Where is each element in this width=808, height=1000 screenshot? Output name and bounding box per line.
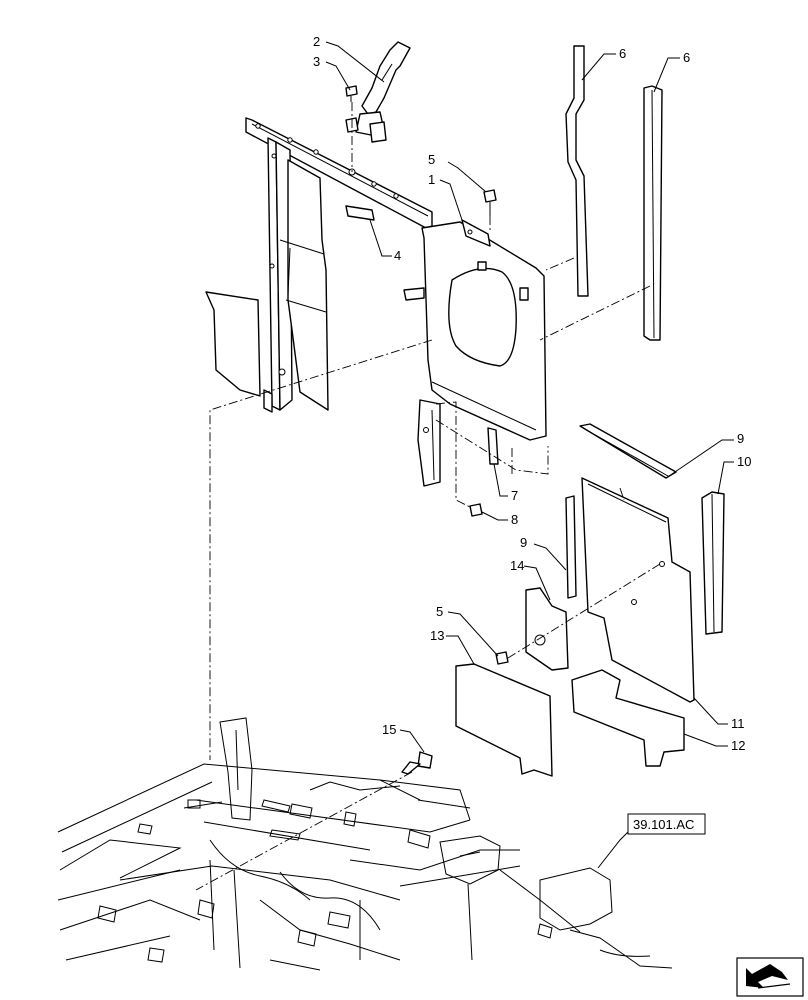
callout-7: 7 [511, 488, 518, 503]
part-8-bolt [469, 503, 483, 517]
reference-box[interactable]: 39.101.AC [627, 813, 706, 835]
part-1-side-panel [403, 219, 547, 487]
part-9-foam-strip-top [579, 423, 677, 479]
part-10-foam-block [701, 491, 725, 635]
part-15-long-bolt [401, 751, 433, 775]
leader-lines [325, 41, 734, 869]
callout-11: 11 [731, 716, 745, 731]
part-2-latch-handle [345, 41, 411, 143]
callout-10: 10 [737, 454, 751, 469]
main-frame [205, 117, 433, 413]
part-9-foam-strip-side [565, 495, 577, 599]
part-14-spacer-plate [525, 587, 569, 671]
callout-8: 8 [511, 512, 518, 527]
callout-6-straight: 6 [683, 50, 690, 65]
callout-5-lower: 5 [436, 604, 443, 619]
part-6-seal-strip-curved [565, 45, 589, 297]
chassis-frame [57, 717, 673, 971]
callout-labels: 2 3 1 5 4 6 6 7 8 9 10 9 14 5 13 11 12 1… [313, 34, 751, 753]
callout-5-upper: 5 [428, 152, 435, 167]
part-6-seal-strip-straight [643, 85, 663, 341]
callout-12: 12 [731, 738, 745, 753]
part-5-bolt-upper [483, 189, 497, 216]
callout-3: 3 [313, 54, 320, 69]
reference-label: 39.101.AC [633, 817, 694, 832]
callout-6-curved: 6 [619, 46, 626, 61]
part-4-clip [345, 205, 375, 221]
part-11-insulation-panel [581, 477, 695, 703]
callout-2: 2 [313, 34, 320, 49]
callout-9-side: 9 [520, 535, 527, 550]
callout-13: 13 [430, 628, 444, 643]
callout-9-top: 9 [737, 431, 744, 446]
part-7-pad [487, 427, 499, 465]
callout-14: 14 [510, 558, 524, 573]
callout-15: 15 [382, 722, 396, 737]
arrow-icon[interactable] [736, 957, 804, 997]
part-12-foam-pad [571, 669, 685, 767]
callout-1: 1 [428, 172, 435, 187]
assembly-lines [195, 102, 661, 891]
part-5-bolt-lower [495, 651, 509, 665]
part-13-foam-pad [455, 663, 553, 777]
part-3-bolt [345, 85, 358, 102]
callout-4: 4 [394, 248, 401, 263]
